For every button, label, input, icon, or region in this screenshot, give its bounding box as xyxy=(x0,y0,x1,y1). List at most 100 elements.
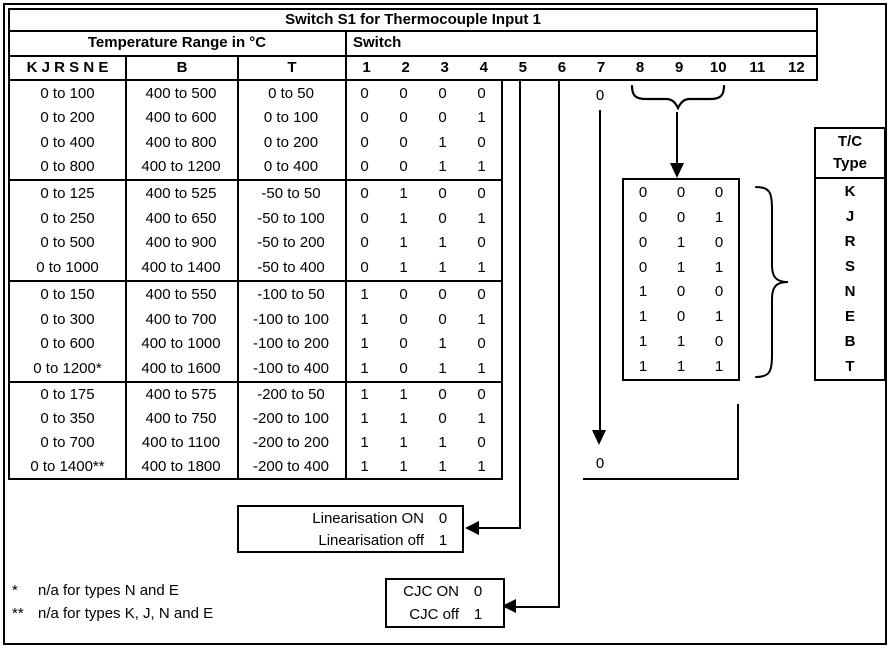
linearisation-box: Linearisation ON 0 Linearisation off 1 xyxy=(237,505,464,553)
switch-number: 2 xyxy=(401,59,410,76)
col-header-t: T xyxy=(287,59,297,76)
arrow-down-icon xyxy=(592,430,606,445)
cell-switch-9: 1 xyxy=(676,358,686,376)
type-select-table: 0 0 0 0 0 1 0 1 0 0 1 1 1 xyxy=(622,178,740,381)
cell-range-b: 400 to 500 xyxy=(145,84,217,102)
col-divider-t-switch xyxy=(345,30,347,480)
cell-switch-4: 1 xyxy=(477,410,486,428)
cell-switch-3: 0 xyxy=(438,209,447,227)
cell-range-t: -200 to 400 xyxy=(253,457,329,475)
cell-range-kjrsne: 0 to 300 xyxy=(40,310,95,328)
cell-switch-2: 1 xyxy=(399,184,408,202)
type-select-row: 1 0 0 xyxy=(624,283,738,300)
cell-switch-4: 0 xyxy=(477,285,486,303)
table-row: 0 to 150 400 to 550 -100 to 50 1 0 0 0 xyxy=(10,282,501,306)
cell-switch-1: 0 xyxy=(360,109,369,127)
cell-switch-1: 1 xyxy=(360,335,369,353)
tc-type-header: T/C Type xyxy=(816,129,884,179)
cell-switch-2: 1 xyxy=(399,433,408,451)
tc-type-rows: K J R S N E B T xyxy=(816,179,884,379)
cell-range-b: 400 to 1100 xyxy=(141,433,221,451)
cell-range-kjrsne: 0 to 125 xyxy=(40,184,95,202)
cell-range-kjrsne: 0 to 100 xyxy=(40,84,95,102)
tc-type-value: J xyxy=(845,208,855,225)
cell-range-t: -200 to 200 xyxy=(253,433,329,451)
switch-number: 10 xyxy=(709,59,727,76)
cell-switch-4: 1 xyxy=(477,457,486,475)
cell-switch-4: 1 xyxy=(477,259,486,277)
tc-type-table: T/C Type K J R S N E B T xyxy=(814,127,886,381)
col-divider-kjrsne-b xyxy=(125,55,127,480)
cell-switch-2: 0 xyxy=(399,133,408,151)
cell-range-kjrsne: 0 to 1000 xyxy=(36,259,99,277)
cell-switch-10: 0 xyxy=(714,333,724,351)
cell-switch-1: 0 xyxy=(360,234,369,252)
cell-range-kjrsne: 0 to 500 xyxy=(40,234,95,252)
cell-range-kjrsne: 0 to 175 xyxy=(40,386,95,404)
table-right-border xyxy=(816,8,818,81)
range-section-3: 0 to 150 400 to 550 -100 to 50 1 0 0 0 0… xyxy=(10,282,501,381)
cell-range-b: 400 to 1800 xyxy=(141,457,221,475)
switch7-value-bottom: 0 xyxy=(595,455,605,472)
tc-type-header-line2: Type xyxy=(833,155,867,172)
cell-range-t: -50 to 400 xyxy=(257,259,325,277)
table-row: 0 to 1400** 400 to 1800 -200 to 400 1 1 … xyxy=(10,454,501,478)
type-arrow-shaft xyxy=(676,112,678,164)
section-divider-1 xyxy=(8,179,503,181)
cell-switch-4: 0 xyxy=(477,234,486,252)
col-header-kjrsne: K J R S N E xyxy=(26,59,109,76)
cell-range-t: 0 to 400 xyxy=(263,158,319,176)
cell-switch-3: 1 xyxy=(438,457,447,475)
table-row: 0 to 200 400 to 600 0 to 100 0 0 0 1 xyxy=(10,106,501,130)
cell-switch-2: 1 xyxy=(399,209,408,227)
cell-switch-1: 1 xyxy=(360,386,369,404)
cell-range-t: -100 to 200 xyxy=(253,335,329,353)
cell-switch-3: 0 xyxy=(438,410,447,428)
cell-switch-1: 0 xyxy=(360,259,369,277)
cell-range-b: 400 to 1600 xyxy=(141,360,221,378)
cjc-value: 0 xyxy=(473,583,483,600)
cell-switch-1: 1 xyxy=(360,310,369,328)
cell-range-b: 400 to 1400 xyxy=(141,259,221,277)
cjc-row: CJC off 1 xyxy=(387,606,491,623)
table-row: 0 to 250 400 to 650 -50 to 100 0 1 0 1 xyxy=(10,206,501,230)
cell-switch-8: 0 xyxy=(638,183,648,201)
range-section-4: 0 to 175 400 to 575 -200 to 50 1 1 0 0 0… xyxy=(10,383,501,478)
type-select-row: 1 1 1 xyxy=(624,358,738,375)
cell-range-kjrsne: 0 to 250 xyxy=(40,209,95,227)
type-select-row: 0 1 0 xyxy=(624,234,738,251)
switch-number: 9 xyxy=(674,59,684,76)
cell-switch-3: 0 xyxy=(438,310,447,328)
cell-range-kjrsne: 0 to 600 xyxy=(40,335,95,353)
cell-range-kjrsne: 0 to 800 xyxy=(40,158,95,176)
table-row: 0 to 125 400 to 525 -50 to 50 0 1 0 0 xyxy=(10,181,501,205)
cell-switch-9: 1 xyxy=(676,258,686,276)
switch-number: 3 xyxy=(440,59,449,76)
type-select-row: 0 0 1 xyxy=(624,209,738,226)
cell-range-b: 400 to 900 xyxy=(145,234,217,252)
cell-switch-9: 0 xyxy=(676,283,686,301)
section-divider-3 xyxy=(8,381,503,383)
cell-switch-3: 1 xyxy=(438,234,447,252)
cell-range-t: -200 to 50 xyxy=(257,386,325,404)
linearisation-row: Linearisation off 1 xyxy=(239,532,456,549)
cell-switch-1: 0 xyxy=(360,84,369,102)
cell-range-t: -50 to 200 xyxy=(257,234,325,252)
header-divider xyxy=(8,55,818,57)
table-row: 0 to 600 400 to 1000 -100 to 200 1 0 1 0 xyxy=(10,332,501,356)
cell-range-kjrsne: 0 to 700 xyxy=(40,433,95,451)
cell-switch-1: 0 xyxy=(360,158,369,176)
switch-number: 7 xyxy=(596,59,606,76)
tc-type-value: R xyxy=(844,233,856,250)
table-row: 0 to 100 400 to 500 0 to 50 0 0 0 0 xyxy=(10,81,501,105)
linearisation-value: 1 xyxy=(438,531,448,549)
cell-switch-8: 0 xyxy=(638,208,648,226)
cell-switch-3: 1 xyxy=(438,133,447,151)
cell-switch-10: 0 xyxy=(714,283,724,301)
footnote-marker: * xyxy=(12,582,18,599)
cell-switch-3: 1 xyxy=(438,433,447,451)
cell-range-b: 400 to 700 xyxy=(145,310,217,328)
cell-switch-9: 0 xyxy=(676,208,686,226)
cell-range-b: 400 to 650 xyxy=(145,209,217,227)
header-bottom-border xyxy=(8,79,818,81)
